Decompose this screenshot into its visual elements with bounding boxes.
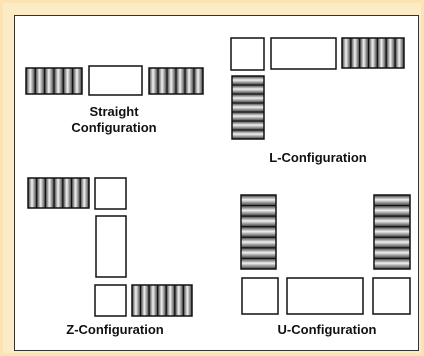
u-bottom-table [286, 277, 364, 315]
shelf-slat [231, 120, 265, 131]
u-bottom-right-square [372, 277, 411, 315]
shelf-slat [53, 67, 64, 95]
shelf-slat [79, 177, 90, 209]
shelf-outline [373, 194, 411, 270]
straight-configuration [25, 65, 204, 96]
l-configuration-label: L-Configuration [269, 150, 367, 165]
shelf-slat [231, 129, 265, 140]
shelf-slat [376, 37, 387, 69]
z-configuration-label: Z-Configuration [66, 322, 164, 337]
shelf-outline [27, 177, 90, 209]
shelf-slat [240, 236, 277, 249]
shelf-slat [373, 215, 411, 228]
z-top-shelf-unit [27, 177, 90, 209]
straight-center-table [88, 65, 143, 96]
z-bottom-shelf-unit [131, 284, 193, 317]
u-configuration-label: U-Configuration [277, 322, 377, 337]
shelf-slat [182, 284, 193, 317]
shelf-slat [53, 177, 64, 209]
shelf-slat [148, 284, 159, 317]
shelf-slat [62, 67, 74, 95]
l-lower-shelf-unit [231, 75, 265, 140]
shelf-slat [231, 102, 265, 113]
straight-configuration-label-line2: Configuration [71, 120, 157, 135]
shelf-slat [131, 284, 142, 317]
shelf-slat [193, 67, 204, 95]
shelf-slat [157, 67, 168, 95]
shelf-slat [394, 37, 405, 69]
shelf-slat [62, 177, 73, 209]
shelf-slat [368, 37, 378, 69]
shelf-slat [231, 75, 265, 86]
shelf-slat [44, 177, 55, 209]
shelf-slat [27, 177, 38, 209]
shelf-slat [231, 93, 265, 104]
l-configuration [230, 37, 405, 140]
shelf-slat [165, 284, 176, 317]
l-center-table [270, 37, 337, 70]
shelf-slat [174, 284, 184, 317]
shelf-slat [166, 67, 177, 95]
shelf-slat [373, 236, 411, 249]
shelf-slat [140, 284, 150, 317]
shelf-slat [373, 205, 411, 217]
shelf-slat [240, 226, 277, 238]
shelf-slat [240, 194, 277, 207]
straight-left-shelf-unit [25, 67, 83, 95]
shelf-slat [157, 284, 167, 317]
u-left-shelf-unit [240, 194, 277, 270]
shelf-slat [240, 215, 277, 228]
shelf-outline [231, 75, 265, 140]
shelf-slat [240, 247, 277, 259]
shelf-slat [36, 177, 46, 209]
l-corner-square [230, 37, 265, 71]
shelf-slat [373, 257, 411, 270]
shelf-slat [44, 67, 55, 95]
z-bottom-square [94, 284, 127, 317]
shelf-slat [25, 67, 36, 95]
shelf-slat [373, 194, 411, 207]
shelf-outline [240, 194, 277, 270]
shelf-slat [148, 67, 159, 95]
shelf-slat [34, 67, 46, 95]
shelf-slat [184, 67, 195, 95]
shelf-outline [341, 37, 405, 69]
shelf-slat [385, 37, 396, 69]
shelf-slat [71, 177, 81, 209]
shelf-outline [148, 67, 204, 95]
z-configuration [27, 177, 193, 317]
shelf-slat [341, 37, 352, 69]
shelf-slat [231, 84, 265, 95]
straight-right-shelf-unit [148, 67, 204, 95]
l-right-shelf-unit [341, 37, 405, 69]
shelf-slat [240, 205, 277, 217]
shelf-slat [350, 37, 361, 69]
shelf-slat [240, 257, 277, 270]
shelf-slat [72, 67, 83, 95]
shelf-outline [131, 284, 193, 317]
u-bottom-left-square [241, 277, 279, 315]
shelf-slat [231, 111, 265, 122]
straight-configuration-label-line1: Straight [89, 104, 139, 119]
z-top-square [94, 177, 127, 210]
shelf-slat [359, 37, 370, 69]
u-right-shelf-unit [373, 194, 411, 270]
shelf-slat [373, 226, 411, 238]
shelf-slat [373, 247, 411, 259]
shelf-outline [25, 67, 83, 95]
u-configuration [240, 194, 411, 315]
z-center-table [95, 215, 127, 278]
shelf-slat [175, 67, 186, 95]
